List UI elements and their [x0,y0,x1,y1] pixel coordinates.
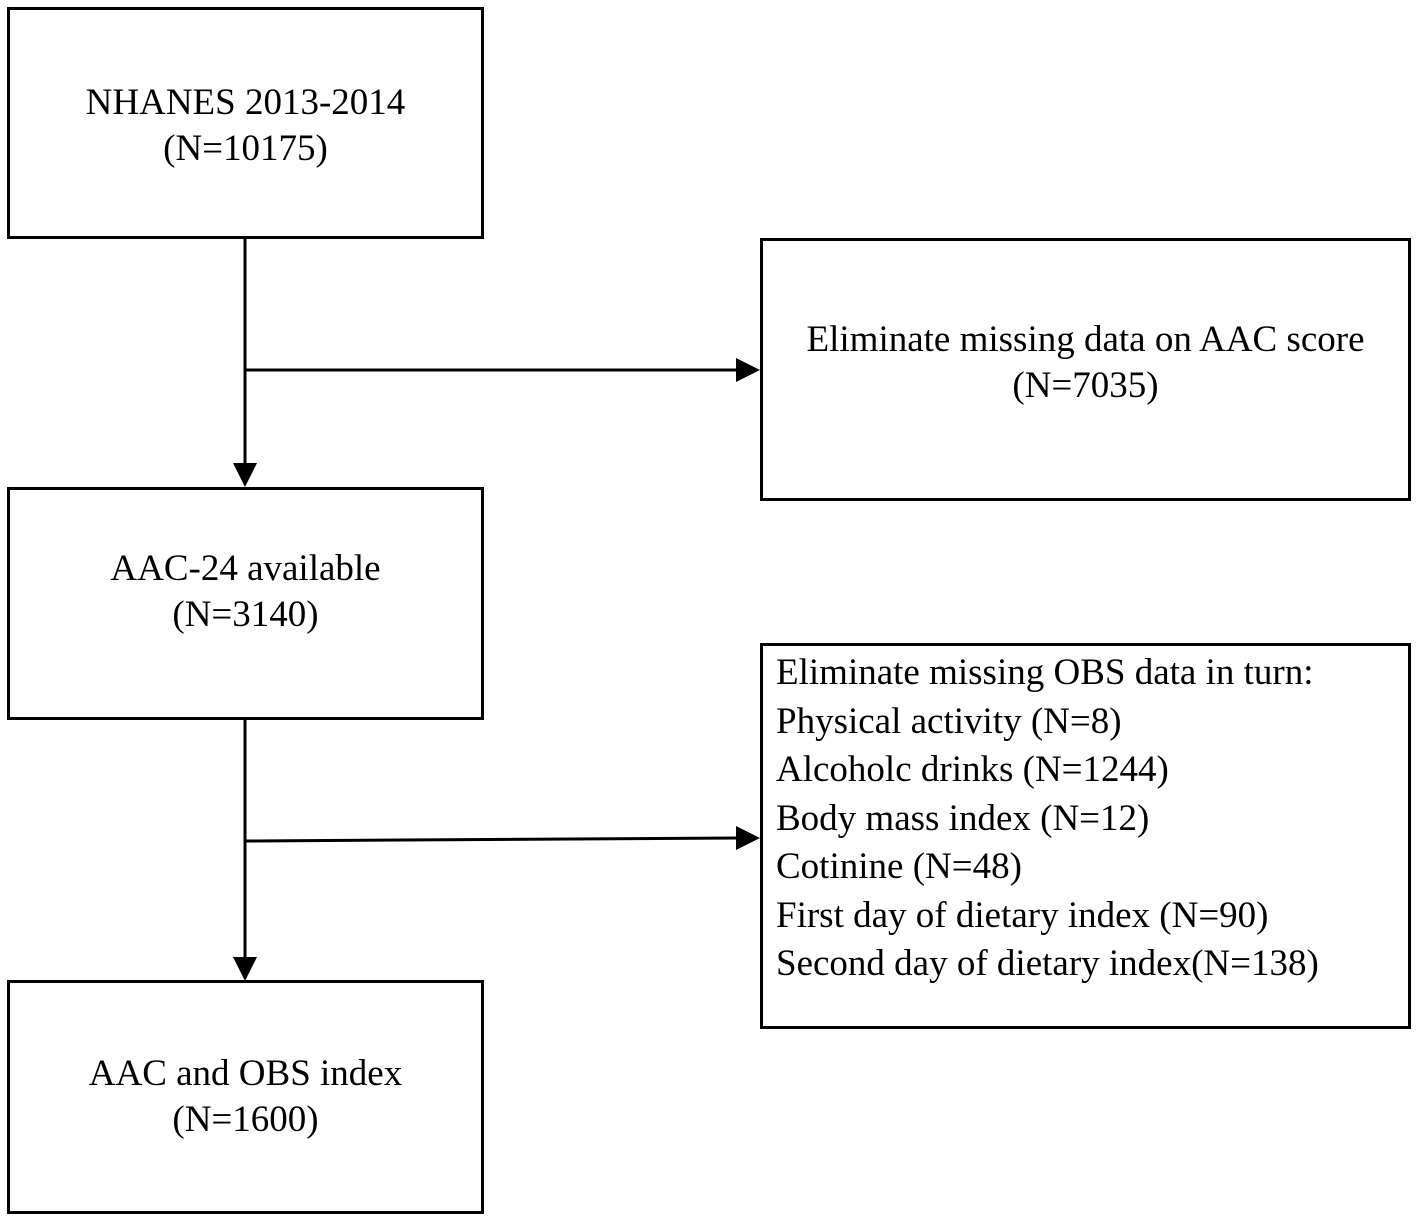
exclusion-item-second-day-dietary: Second day of dietary index(N=138) [776,943,1319,984]
box-exclusion-1-title: Eliminate missing data on AAC score [806,319,1365,360]
box-exclusion-1-count: (N=7035) [1012,365,1159,406]
box-final-title: AAC and OBS index [88,1053,403,1094]
arrowhead-right-2 [736,826,760,850]
box-exclusion-obs-data: Eliminate missing OBS data in turn: Phys… [760,643,1411,1029]
arrow-branch-to-exclusion-2 [244,836,739,843]
box-aac24-available: AAC-24 available (N=3140) [7,487,484,720]
arrowhead-right-1 [736,358,760,382]
exclusion-item-physical-activity: Physical activity (N=8) [776,700,1122,742]
box-intermediate-title: AAC-24 available [110,548,381,589]
exclusion-item-first-day-dietary: First day of dietary index (N=90) [776,894,1269,936]
arrowhead-down-1 [233,463,257,487]
box-final-sample: AAC and OBS index (N=1600) [7,980,484,1214]
exclusion-item-cotinine: Cotinine (N=48) [776,846,1022,887]
exclusion-item-alcohol-drinks: Alcoholc drinks (N=1244) [776,749,1169,790]
arrowhead-down-2 [233,957,257,981]
box-exclusion-2-heading: Eliminate missing OBS data in turn: [776,652,1314,693]
box-start-count: (N=10175) [163,128,328,169]
box-start-title: NHANES 2013-2014 [85,82,406,123]
box-intermediate-count: (N=3140) [172,594,319,635]
exclusion-item-body-mass-index: Body mass index (N=12) [776,797,1150,839]
box-exclusion-aac-score: Eliminate missing data on AAC score (N=7… [760,238,1411,501]
box-final-count: (N=1600) [172,1099,319,1140]
box-nhanes-cohort: NHANES 2013-2014 (N=10175) [7,7,484,239]
